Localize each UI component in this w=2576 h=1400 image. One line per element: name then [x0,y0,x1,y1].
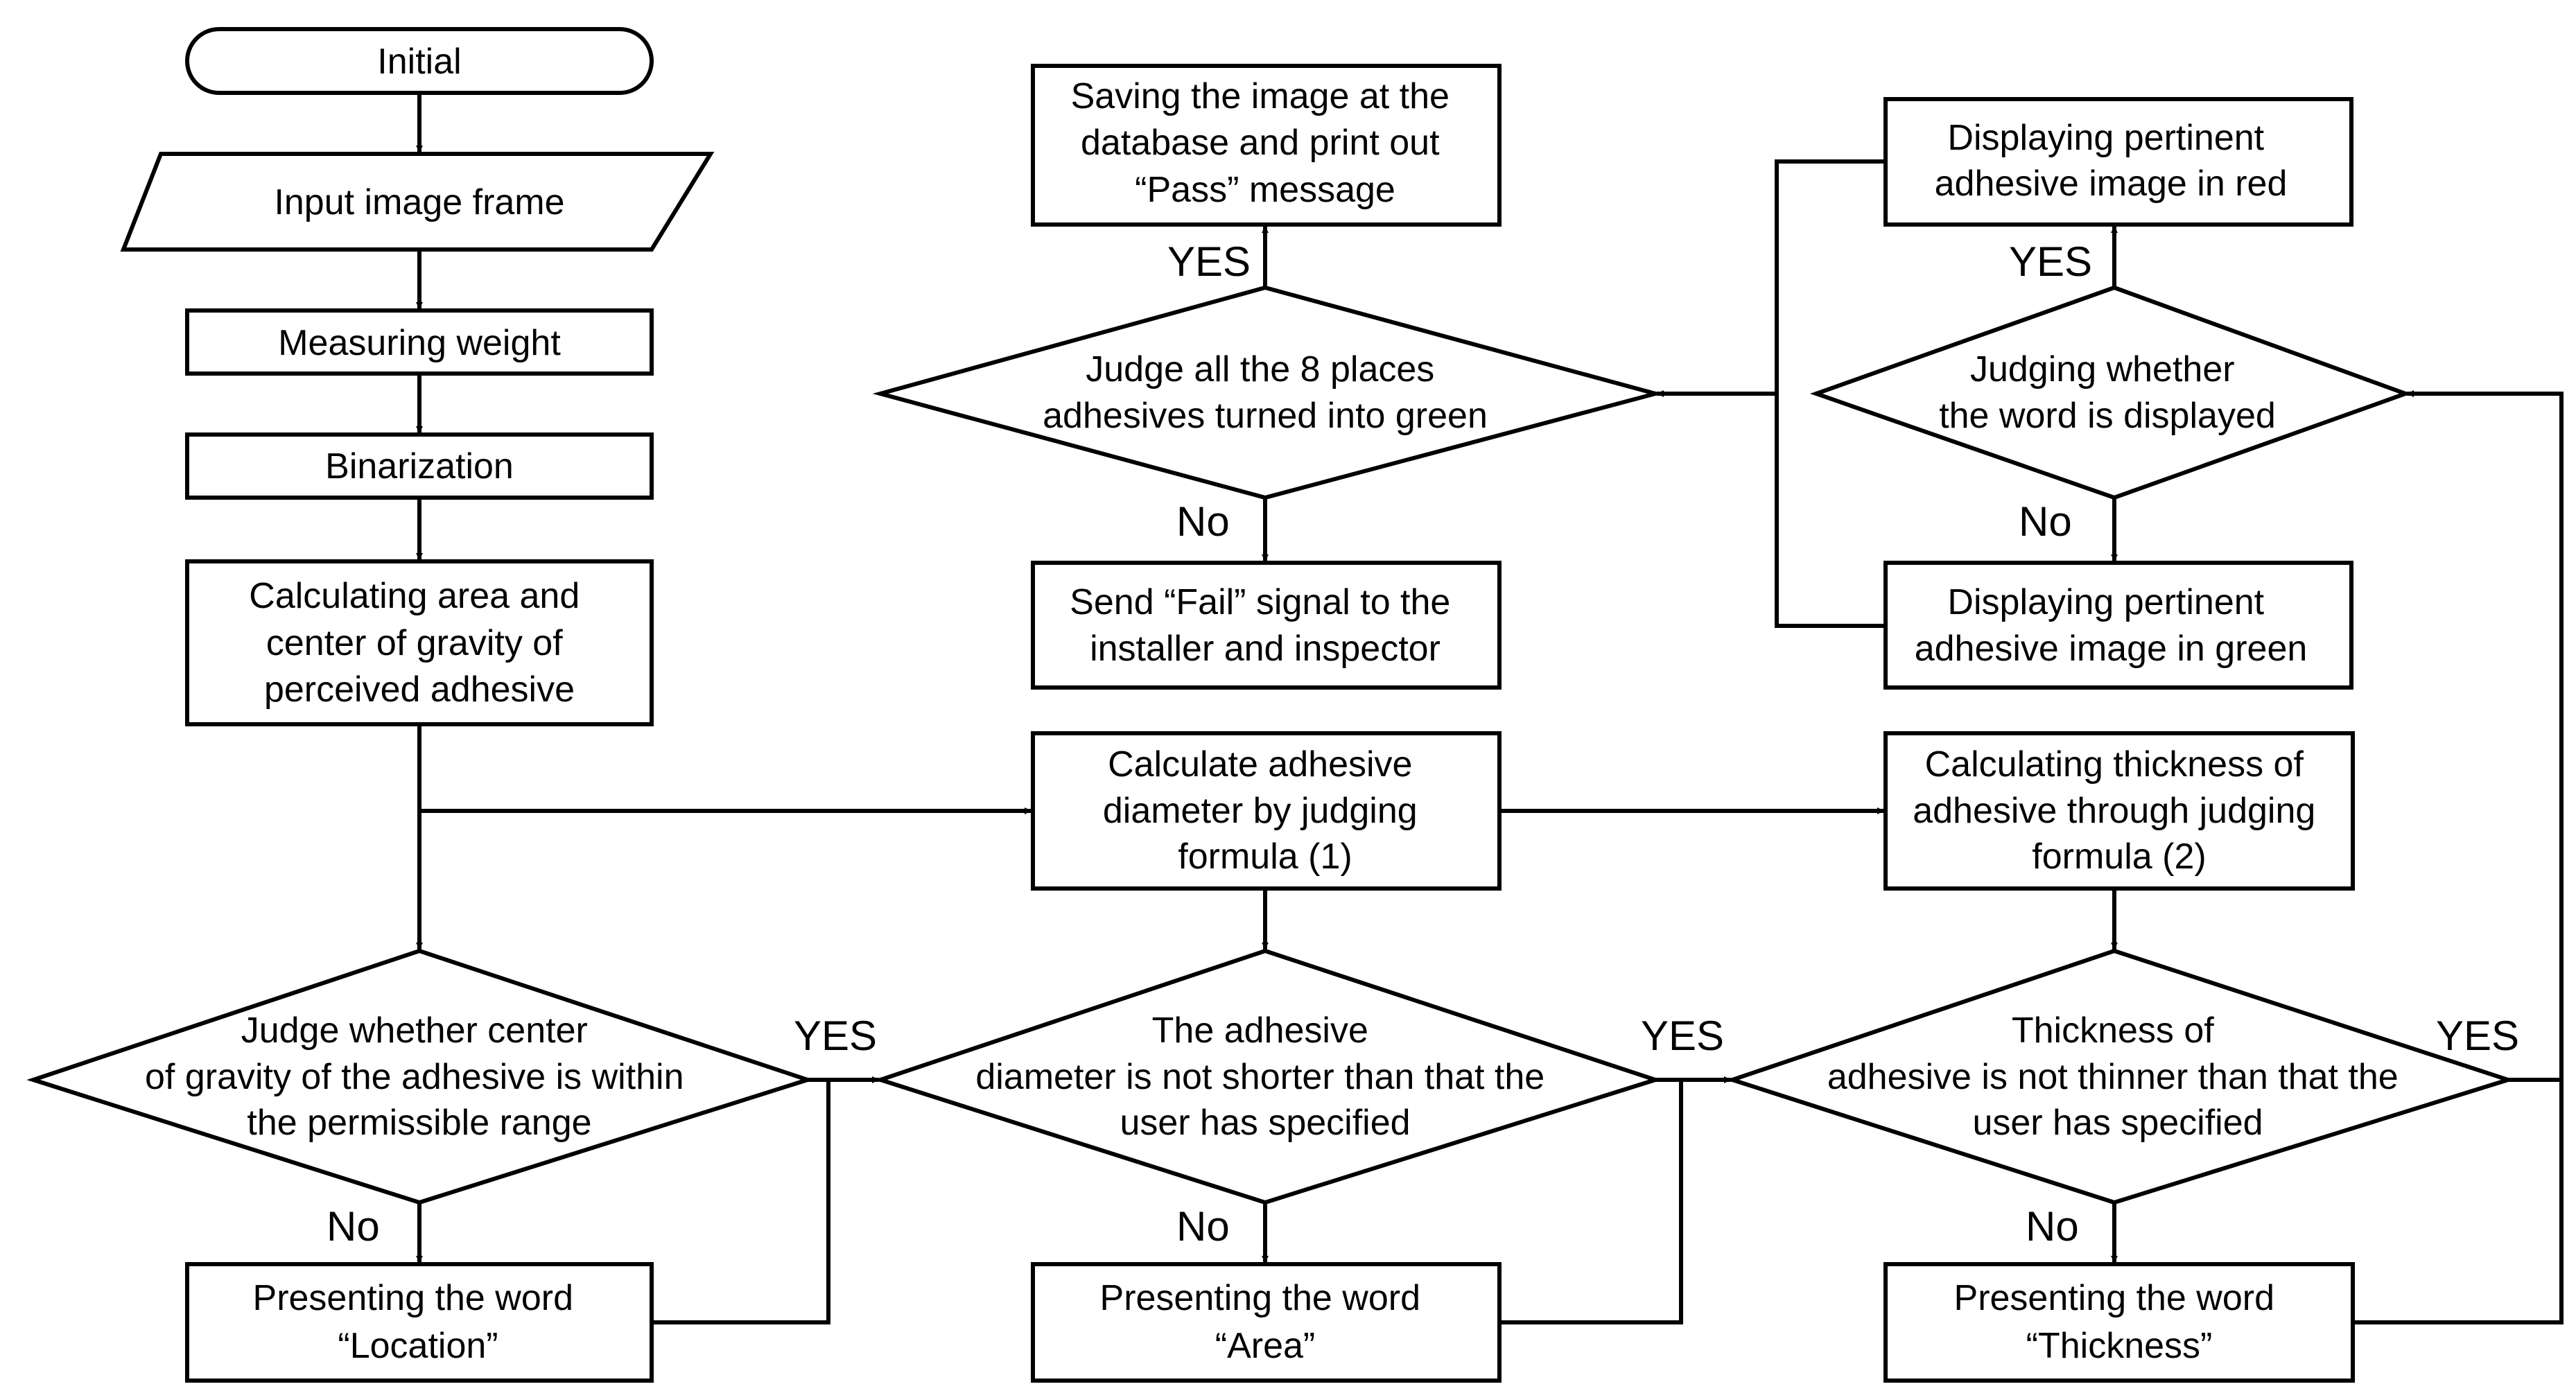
node-calc-diameter-shape [1031,731,1502,891]
node-judge-center-shape [26,948,815,1205]
arrow-thickness-loop-to-judge-word [2353,390,2564,1324]
node-display-red: Displaying pertinent adhesive image in r… [1935,118,2288,204]
node-display-red-shape [1883,97,2353,227]
node-initial: Initial [377,42,461,82]
node-judge-thickness: Thickness of adhesive is not thinner tha… [1827,1010,2408,1143]
branch-labels: YES YES YES YES YES No No No No No [327,238,2519,1250]
node-present-area-shape [1031,1262,1502,1383]
node-calc-area: Calculating area and center of gravity o… [249,576,589,710]
node-calc-thickness: Calculating thickness of adhesive throug… [1913,744,2326,877]
node-judge-diameter-shape [873,948,1662,1205]
node-display-green: Displaying pertinent adhesive image in g… [1915,582,2308,669]
node-judge-word-shape [1809,285,2412,500]
node-send-fail: Send “Fail” signal to the installer and … [1070,582,1461,669]
no-label-judge-thickness: No [2026,1203,2079,1250]
node-input-shape [120,152,715,252]
no-label-judge-word: No [2019,498,2072,545]
yes-label-judge-word: YES [2009,238,2092,285]
node-judge-diameter: The adhesive diameter is not shorter tha… [975,1010,1554,1143]
node-judge-all8: Judge all the 8 places adhesives turned … [1043,349,1488,436]
yes-label-judge-diameter: YES [1641,1013,1724,1059]
node-judge-thickness-shape [1725,948,2515,1205]
yes-label-judge-center: YES [794,1013,877,1059]
node-judge-all8-shape [872,285,1664,500]
yes-label-judge-thickness: YES [2436,1013,2519,1059]
node-calc-diameter: Calculate adhesive diameter by judging f… [1103,744,1427,877]
no-label-judge-diameter: No [1176,1203,1230,1250]
node-initial-shape [185,27,654,95]
node-weight: Measuring weight [278,323,561,363]
node-calc-area-shape [185,559,654,726]
node-binarization-shape [185,432,654,500]
node-input: Input image frame [274,182,564,222]
no-label-judge-center: No [327,1203,380,1250]
shapes [26,27,2515,1383]
connectors [416,93,2564,1324]
yes-label-judge-all8: YES [1167,238,1251,285]
node-judge-word: Judging whether the word is displayed [1939,349,2276,436]
node-binarization: Binarization [325,446,514,487]
no-label-judge-all8: No [1176,498,1230,545]
node-present-location-shape [185,1262,654,1383]
node-send-fail-shape [1031,561,1502,690]
node-weight-shape [185,308,654,376]
node-judge-center: Judge whether center of gravity of the a… [145,1010,694,1143]
node-present-thickness-shape [1883,1262,2355,1383]
node-display-green-shape [1883,561,2353,690]
node-calc-thickness-shape [1883,731,2355,891]
node-labels: Initial Input image frame Measuring weig… [145,42,2408,1366]
node-save-pass-shape [1031,64,1502,227]
node-present-thickness: Presenting the word “Thickness” [1954,1278,2285,1366]
node-present-location: Presenting the word “Location” [253,1278,584,1366]
node-present-area: Presenting the word “Area” [1100,1278,1431,1366]
node-save-pass: Saving the image at the database and pri… [1071,76,1460,210]
